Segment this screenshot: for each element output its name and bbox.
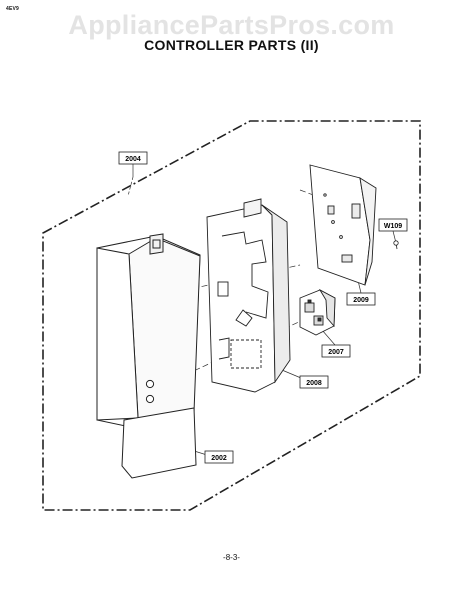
svg-text:2009: 2009 — [353, 297, 369, 304]
callout-2002: 2002 — [204, 450, 234, 464]
svg-text:2004: 2004 — [125, 156, 141, 163]
corner-mark: 4EV9 — [6, 6, 20, 12]
page-title: CONTROLLER PARTS (II) — [144, 37, 319, 53]
svg-text:2008: 2008 — [306, 380, 322, 387]
callout-2009: 2009 — [346, 292, 376, 306]
callout-W109: W109 — [378, 218, 408, 232]
part-2002-cover — [96, 233, 201, 479]
svg-text:2007: 2007 — [328, 349, 344, 356]
svg-text:W109: W109 — [384, 223, 402, 230]
svg-text:2002: 2002 — [211, 455, 227, 462]
part-2007-switch — [299, 288, 336, 336]
callout-2008: 2008 — [299, 375, 329, 389]
callout-2004: 2004 — [118, 151, 148, 165]
part-W109-screw — [393, 240, 399, 250]
part-2009-pcb — [309, 164, 377, 286]
assembly-boundary — [42, 120, 421, 511]
watermark: AppliancePartsPros.com — [68, 10, 395, 40]
part-2008-frame — [206, 198, 291, 393]
page-number: -8-3- — [223, 553, 240, 562]
callout-2007: 2007 — [321, 344, 351, 358]
